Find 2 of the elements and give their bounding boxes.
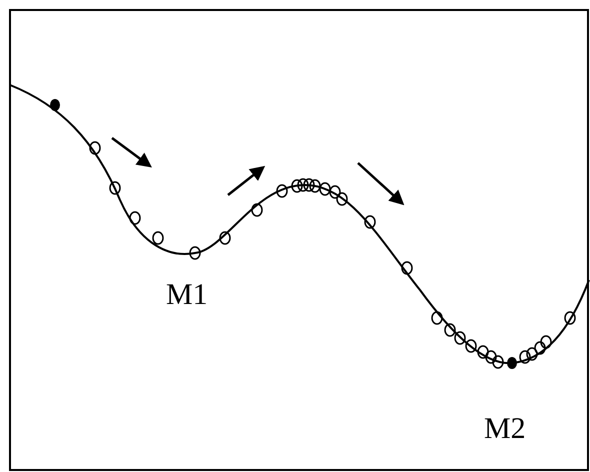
minimum-label: M1 [166, 280, 208, 310]
minimum-label: M2 [484, 414, 526, 444]
